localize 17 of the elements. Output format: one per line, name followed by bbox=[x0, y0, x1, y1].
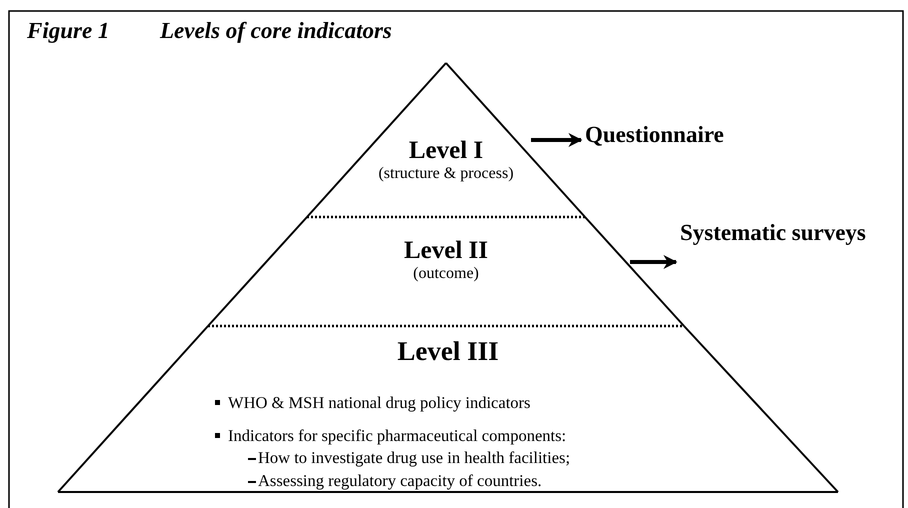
method-label: Questionnaire bbox=[585, 122, 724, 148]
tier-subtitle: (structure & process) bbox=[377, 165, 515, 183]
pyramid-tier bbox=[307, 63, 585, 217]
sub-item: Assessing regulatory capacity of countries. bbox=[258, 471, 542, 491]
sub-item: How to investigate drug use in health facilities; bbox=[258, 448, 570, 468]
pyramid-tier bbox=[58, 326, 838, 493]
figure-number: Figure 1 bbox=[27, 18, 110, 44]
figure-title: Levels of core indicators bbox=[160, 18, 392, 44]
tier-subtitle: (outcome) bbox=[412, 265, 480, 283]
arrow bbox=[630, 255, 678, 269]
bullet-item: WHO & MSH national drug policy indicators bbox=[228, 393, 530, 413]
arrow bbox=[531, 133, 582, 147]
tier-heading: Level II bbox=[402, 237, 490, 265]
bullet-item: Indicators for specific pharmaceutical components: bbox=[228, 426, 566, 446]
tier-heading: Level III bbox=[396, 336, 500, 367]
tier-heading: Level I bbox=[408, 137, 484, 165]
method-label: Systematic surveys bbox=[680, 220, 866, 246]
